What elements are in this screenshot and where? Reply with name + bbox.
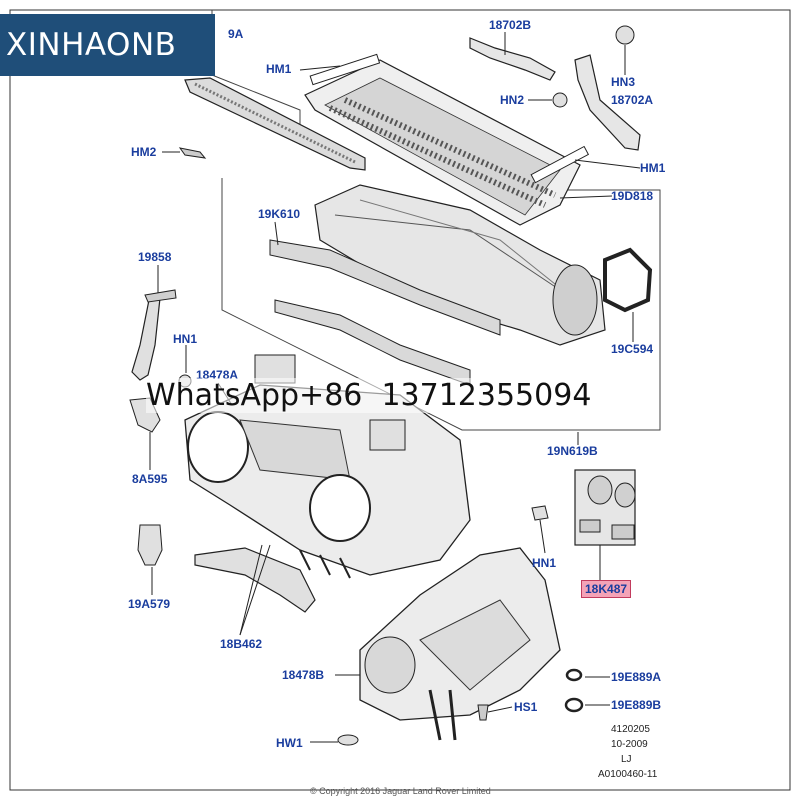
label-hn1-right: HN1 [532, 556, 557, 570]
valve-18k487 [574, 469, 636, 546]
label-hn2: HN2 [500, 93, 525, 107]
label-19n619b: 19N619B [547, 444, 598, 458]
heater-housing-lower [359, 547, 561, 741]
grommet-19a579 [137, 524, 163, 566]
label-hs1: HS1 [514, 700, 538, 714]
oring-19e889a [565, 668, 583, 682]
label-8a595: 8A595 [132, 472, 168, 486]
label-19d818: 19D818 [611, 189, 654, 203]
copyright-text: © Copyright 2016 Jaguar Land Rover Limit… [310, 786, 491, 796]
label-19858: 19858 [138, 250, 172, 264]
drain-tube [131, 294, 161, 381]
label-19c594: 19C594 [611, 342, 654, 356]
washer-hw1 [337, 734, 359, 746]
footer-date: 10-2009 [611, 739, 648, 750]
screw-hs1 [477, 704, 489, 721]
label-hm1-right: HM1 [640, 161, 666, 175]
footer-ref: A0100460-11 [598, 769, 658, 780]
nut-hn2 [552, 92, 568, 108]
foam-seal-upper [269, 239, 501, 336]
label-hn1-left: HN1 [173, 332, 198, 346]
brand-banner: XINHAONB [0, 14, 215, 76]
footer-initials: LJ [621, 754, 632, 765]
label-18702b: 18702B [489, 18, 532, 32]
label-hw1: HW1 [276, 736, 303, 750]
cover-18b462 [194, 547, 316, 613]
footer-code: 4120205 [611, 724, 650, 735]
label-19e889a: 19E889A [611, 670, 662, 684]
outer-frame [9, 9, 791, 791]
oring-19e889b [564, 697, 584, 713]
drain-tube-top [144, 289, 177, 303]
label-18478b: 18478B [282, 668, 325, 682]
gasket-ring [603, 247, 653, 313]
leader-lines [149, 32, 641, 743]
label-18702a: 18702A [611, 93, 654, 107]
label-hm1-top: HM1 [266, 62, 292, 76]
clip-hm2 [178, 147, 207, 159]
filter-grille-top [304, 53, 590, 226]
label-19a579: 19A579 [128, 597, 171, 611]
label-19a-partial: 9A [228, 27, 244, 41]
air-duct [314, 184, 606, 346]
label-19k610: 19K610 [258, 207, 301, 221]
bracket-upper [469, 37, 556, 81]
bracket-side [574, 54, 641, 151]
label-19e889b: 19E889B [611, 698, 662, 712]
label-hm2: HM2 [131, 145, 157, 159]
contact-watermark: WhatsApp+86 13712355094 [146, 378, 592, 413]
label-hn3: HN3 [611, 75, 636, 89]
label-18k487: 18K487 [581, 580, 632, 598]
nut-hn3 [615, 25, 635, 45]
group-bracket [221, 178, 661, 431]
nut-hn1-right [531, 505, 549, 521]
seal-strip [184, 77, 366, 171]
heater-housing-upper [184, 354, 471, 579]
label-18b462: 18B462 [220, 637, 263, 651]
